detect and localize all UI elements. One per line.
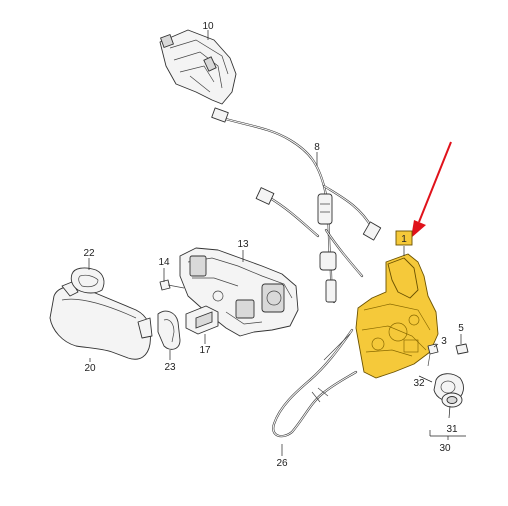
part-10-control-unit [159, 29, 237, 105]
callout-14: 14 [158, 257, 170, 268]
part-8-wiring-harness [211, 107, 382, 304]
callout-1-highlight-box [395, 230, 413, 246]
callout-26: 26 [276, 458, 288, 469]
part-31-cap [441, 392, 463, 408]
part-26-bowden-cable [272, 328, 358, 438]
callout-32: 32 [413, 378, 425, 389]
leader-lines [88, 30, 466, 456]
part-23-seal [157, 310, 181, 350]
callout-23: 23 [164, 362, 176, 373]
callout-30: 30 [439, 443, 451, 454]
callout-labels: 10 8 13 14 22 17 23 20 1 3 5 32 31 30 26 [83, 21, 464, 469]
callout-20: 20 [84, 363, 96, 374]
callout-31: 31 [446, 424, 458, 435]
callout-1: 1 [401, 234, 407, 245]
callout-8: 8 [314, 142, 320, 153]
part-3-screw [427, 343, 439, 367]
part-22-gasket [70, 267, 105, 294]
callout-13: 13 [237, 239, 249, 250]
part-20-door-handle [49, 281, 153, 360]
part-1-door-lock [355, 253, 439, 379]
part-14-screw [159, 279, 185, 291]
callout-5: 5 [458, 323, 464, 334]
callout-17: 17 [199, 345, 211, 356]
callout-3: 3 [441, 336, 447, 347]
red-arrow-indicator [411, 141, 452, 238]
callout-22: 22 [83, 248, 95, 259]
part-5-cap [455, 343, 469, 355]
callout-10: 10 [202, 21, 214, 32]
part-17-cap [185, 305, 219, 335]
